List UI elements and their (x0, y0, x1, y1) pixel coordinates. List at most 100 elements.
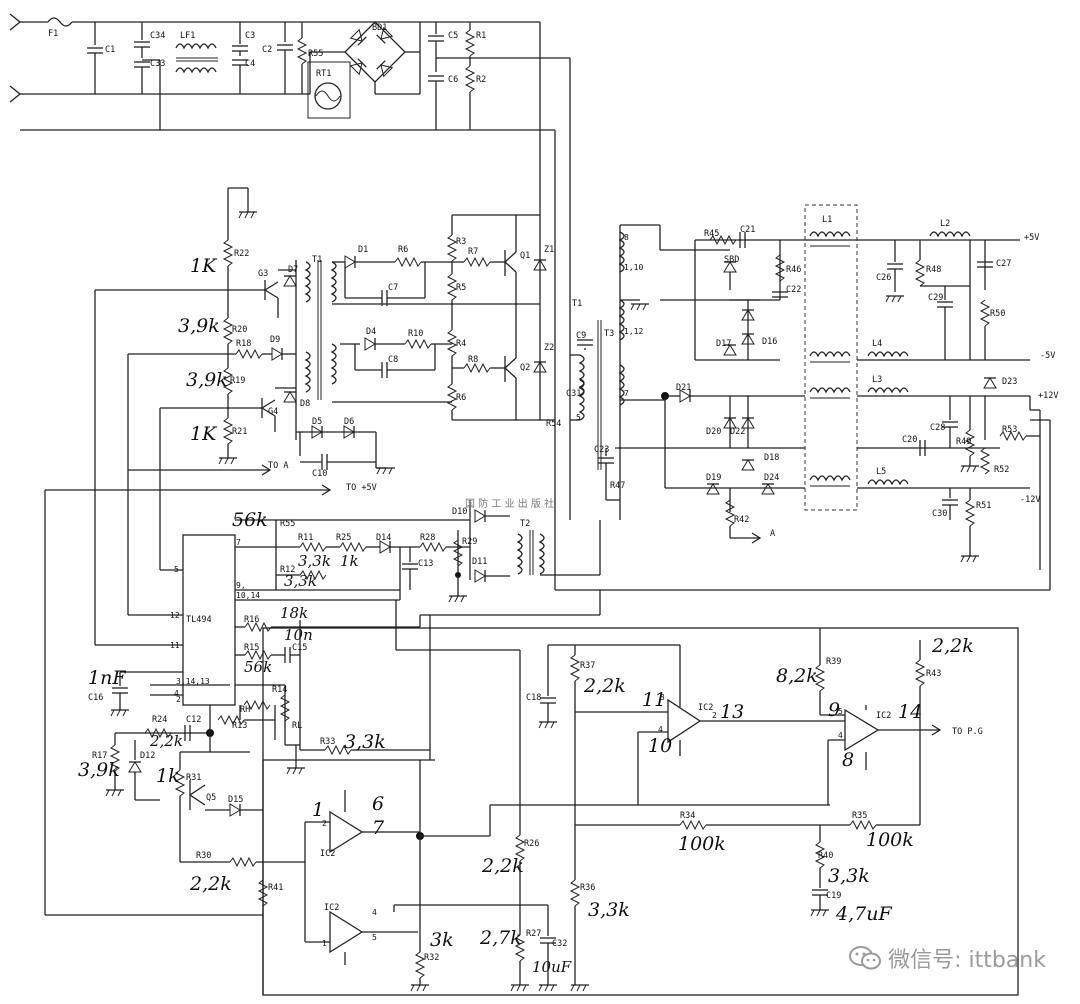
label-r10: R10 (408, 329, 423, 339)
label-r29: R29 (462, 537, 477, 547)
label-r50: R50 (990, 309, 1005, 319)
label-d24: D24 (764, 473, 779, 483)
label-r1: R1 (476, 31, 486, 41)
label-c2: C2 (262, 45, 272, 55)
label-d7: D7 (288, 265, 298, 275)
hand-r15: 56k (244, 658, 272, 676)
output-minus-5v: -5V (1040, 351, 1055, 361)
label-r18: R18 (236, 339, 251, 349)
label-r21: R21 (232, 427, 247, 437)
label-r37: R37 (580, 661, 595, 671)
label-r45: R45 (704, 229, 719, 239)
label-r19: R19 (230, 376, 245, 386)
hand-c19: 4,7uF (835, 903, 892, 925)
label-c10: C10 (312, 469, 327, 479)
label-l4: L4 (872, 339, 882, 349)
hand-r37: 2,2k (583, 675, 626, 697)
label-d19: D19 (706, 473, 721, 483)
hand-r27: 2,7k (479, 927, 522, 949)
hand-r11: 3,3k (298, 552, 331, 570)
label-r53: R53 (1002, 425, 1017, 435)
pin-tl494-3: 3,14,13 (176, 677, 210, 686)
label-d12: D12 (140, 751, 155, 761)
hand-r31: 1k (156, 765, 180, 787)
publisher-stamp: 国 防 工 业 出 版 社 (465, 497, 554, 510)
pin-ic2b-5: 5 (372, 933, 377, 942)
pin-ic2b-1: 1 (322, 939, 327, 948)
label-d23: D23 (1002, 377, 1017, 387)
driver-section: R22 R20 R19 R21 R18 G3 G4 D7 D8 D9 T1 D1… (95, 187, 561, 479)
label-r3: R3 (456, 237, 466, 247)
label-r14: R14 (272, 685, 287, 695)
label-t2: T2 (520, 519, 530, 529)
hand-pin-13: 13 (720, 701, 744, 723)
pin-ic2d-4: 4 (838, 731, 843, 740)
label-c15: C15 (292, 643, 307, 653)
label-r55-control: R55 (280, 519, 295, 529)
label-r54: R54 (546, 419, 561, 429)
label-r11: R11 (298, 533, 313, 543)
pin-ic2d-5: 5 (838, 707, 843, 716)
label-r40: R40 (818, 851, 833, 861)
label-d21: D21 (676, 383, 691, 393)
label-ic2-d: IC2 (876, 711, 891, 721)
pin-tl494-9: 9, (236, 581, 246, 590)
label-r2: R2 (476, 75, 486, 85)
label-c31: C31 (566, 389, 581, 399)
label-d1: D1 (358, 245, 368, 255)
hand-r33: 3,3k (344, 731, 386, 753)
pin-t3-8: 8 (624, 233, 629, 242)
label-r8: R8 (468, 355, 478, 365)
label-r20: R20 (232, 325, 247, 335)
ic-tl494: TL494 (186, 615, 212, 625)
arrow-label-a-out: A (770, 529, 775, 539)
label-rt1: RT1 (316, 69, 331, 79)
label-r51: R51 (976, 501, 991, 511)
label-ic2-b: IC2 (324, 903, 339, 913)
label-r49: R49 (956, 437, 971, 447)
hand-r21: 1K (190, 423, 218, 445)
label-t3: T3 (604, 329, 614, 339)
hand-r17: 3,9k (78, 759, 120, 781)
hand-r20: 3,9k (178, 315, 220, 337)
label-l2: L2 (940, 219, 950, 229)
hand-r30: 2,2k (189, 873, 232, 895)
label-d9: D9 (270, 335, 280, 345)
label-r28: R28 (420, 533, 435, 543)
label-r46: R46 (786, 265, 801, 275)
hand-pin-11: 11 (642, 689, 666, 711)
label-d20: D20 (706, 427, 721, 437)
label-g4: G4 (268, 407, 278, 417)
pin-t3-10: 1,10 (624, 263, 643, 272)
handwritten-values: 1K 3,9k 3,9k 1K 56k 3,3k 1k 3,3k 18k 10n… (78, 255, 974, 976)
label-c29: C29 (928, 293, 943, 303)
hand-r32: 3k (430, 929, 454, 951)
pin-tl494-12: 12 (170, 611, 180, 620)
label-d17: D17 (716, 339, 731, 349)
pin-tl494-2: 2 (176, 695, 181, 704)
label-c7: C7 (388, 283, 398, 293)
pin-t3-7: 7 (624, 389, 629, 398)
label-r27: R27 (526, 929, 541, 939)
label-r16: R16 (244, 615, 259, 625)
comparator-section: IC2 IC2 R32 R26 R27 C32 R36 R37 C18 IC2 … (262, 627, 1019, 996)
label-ic2-c: IC2 (698, 703, 713, 713)
label-r17: R17 (92, 751, 107, 761)
label-r4: R4 (456, 339, 466, 349)
label-d16: D16 (762, 337, 777, 347)
label-q2: Q2 (520, 363, 530, 373)
label-c4: C4 (245, 59, 255, 69)
output-plus-12v: +12V (1038, 391, 1058, 401)
hand-r19: 3,9k (186, 369, 228, 391)
label-c13: C13 (418, 559, 433, 569)
label-rh: RH (240, 705, 250, 715)
output-section: L1 L2 L4 L3 L5 R45 C21 SBD R46 C22 D17 D… (615, 204, 1058, 590)
hand-pin-7: 7 (372, 817, 385, 839)
label-c1: C1 (105, 45, 115, 55)
label-r41: R41 (268, 883, 283, 893)
watermark-text: 微信号: ittbank (888, 948, 1046, 973)
hand-r25: 1k (340, 552, 359, 570)
pin-t3-11: 1,12 (624, 327, 643, 336)
label-c30: C30 (932, 509, 947, 519)
label-l5: L5 (876, 467, 886, 477)
